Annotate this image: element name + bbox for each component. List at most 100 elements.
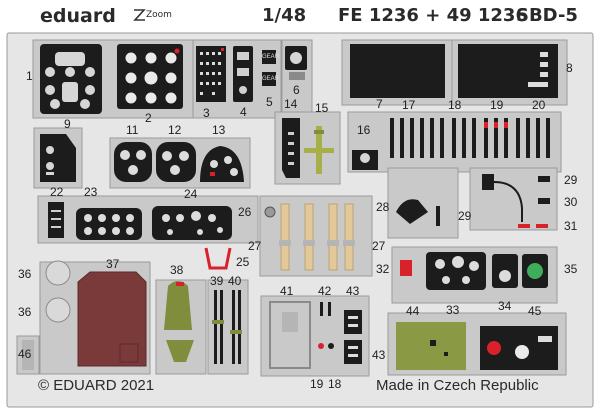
part-number: 23 — [84, 185, 98, 199]
part-number: 16 — [357, 123, 371, 137]
part-number: 4 — [240, 105, 247, 119]
part-number: 6 — [293, 83, 300, 97]
part-12-panel — [156, 142, 196, 182]
part-18-19-pins — [318, 343, 334, 349]
part-number: 26 — [238, 205, 252, 219]
part-number: 22 — [50, 185, 64, 199]
part-number: 28 — [376, 200, 390, 214]
part-33-panel — [426, 252, 486, 290]
part-32-red — [400, 260, 412, 276]
part-number: 27 — [372, 239, 386, 253]
part-44-plate — [396, 322, 466, 370]
part-number: 45 — [528, 304, 542, 318]
part-24-panel — [152, 206, 232, 240]
part-25-strap — [204, 247, 232, 270]
part-27-belts — [280, 203, 354, 271]
part-number: 34 — [498, 299, 512, 313]
part-3-switch-panel — [196, 46, 226, 102]
part-number: 13 — [212, 123, 226, 137]
part-number: 1 — [26, 69, 33, 83]
part-35-panel — [522, 254, 548, 288]
part-28-part — [396, 199, 440, 226]
part-46-strip — [22, 340, 34, 370]
part-16-part — [352, 150, 378, 170]
part-14-panel — [282, 118, 300, 178]
part-8-radio-panel — [458, 44, 558, 98]
part-number: 11 — [126, 123, 139, 137]
part-number: 38 — [170, 263, 184, 277]
zoom-logo-icon — [132, 6, 166, 24]
part-number: 41 — [280, 284, 294, 298]
part-number: 39 — [210, 274, 224, 288]
part-number: 12 — [168, 123, 182, 137]
part-1-instrument-panel — [40, 44, 102, 114]
part-22-part — [48, 202, 64, 238]
part-number: 36 — [18, 267, 32, 281]
part-number: 40 — [228, 274, 242, 288]
part-13-panel — [200, 146, 244, 182]
part-9-panel — [40, 134, 76, 182]
part-number: 18 — [448, 98, 462, 112]
part-6-panel — [285, 46, 307, 80]
part-number: 5 — [266, 95, 273, 109]
part-31-tags — [518, 224, 548, 228]
set-number: FE 1236 + 49 1236 — [338, 5, 528, 26]
part-number: 15 — [315, 101, 329, 115]
part-27-buckles — [279, 240, 355, 246]
part-number: 30 — [564, 195, 578, 209]
part-38-seat — [164, 281, 194, 362]
part-17-20-levers — [390, 118, 550, 158]
zoom-logo-text: Zoom — [146, 10, 172, 20]
part-5-gear-placards — [262, 50, 276, 86]
part-23-panel — [76, 208, 142, 240]
part-number: 29 — [458, 209, 472, 223]
part-number: 36 — [18, 305, 32, 319]
part-number: 14 — [284, 97, 298, 111]
part-37-cushion — [77, 271, 147, 367]
part-number: 37 — [106, 257, 120, 271]
gear-marking: GEAR — [262, 54, 280, 60]
part-26-knob — [264, 206, 276, 218]
part-15-bracket — [304, 126, 334, 174]
part-number: 31 — [564, 219, 578, 233]
part-11-panel — [114, 142, 152, 182]
part-number: 44 — [406, 304, 420, 318]
model-name: SBD-5 — [516, 5, 578, 26]
gear-marking: GEAR — [262, 76, 280, 82]
part-number: 25 — [236, 255, 250, 269]
part-number: 43 — [346, 284, 360, 298]
brand-logo: eduard — [40, 5, 116, 27]
copyright-text: © EDUARD 2021 — [38, 377, 155, 394]
part-number: 7 — [376, 97, 383, 111]
part-number: 18 — [328, 377, 342, 391]
part-4-panel — [233, 46, 253, 102]
part-number: 9 — [64, 117, 71, 131]
part-number: 17 — [402, 98, 416, 112]
part-41-frame — [269, 301, 311, 369]
part-number: 27 — [248, 239, 262, 253]
part-45-panel — [480, 326, 558, 370]
part-number: 19 — [310, 377, 324, 391]
origin-text: Made in Czech Republic — [376, 377, 539, 394]
part-number: 24 — [184, 187, 198, 201]
part-number: 3 — [203, 106, 210, 120]
part-number: 33 — [446, 303, 460, 317]
part-42-rods — [320, 302, 331, 316]
part-39-40-rails — [212, 290, 242, 364]
part-number: 43 — [372, 348, 386, 362]
part-2-gauge-panel — [117, 44, 183, 109]
part-number: 35 — [564, 262, 578, 276]
part-34-panel — [492, 254, 518, 288]
part-36-discs — [45, 260, 71, 323]
part-number: 42 — [318, 284, 332, 298]
part-number: 46 — [18, 347, 32, 361]
part-number: 19 — [490, 98, 504, 112]
part-29-30-cables — [482, 174, 550, 222]
part-7-plate — [350, 44, 445, 98]
part-number: 20 — [532, 98, 546, 112]
part-43-panels — [344, 310, 362, 364]
part-number: 8 — [566, 61, 573, 75]
scale-label: 1/48 — [262, 5, 307, 26]
